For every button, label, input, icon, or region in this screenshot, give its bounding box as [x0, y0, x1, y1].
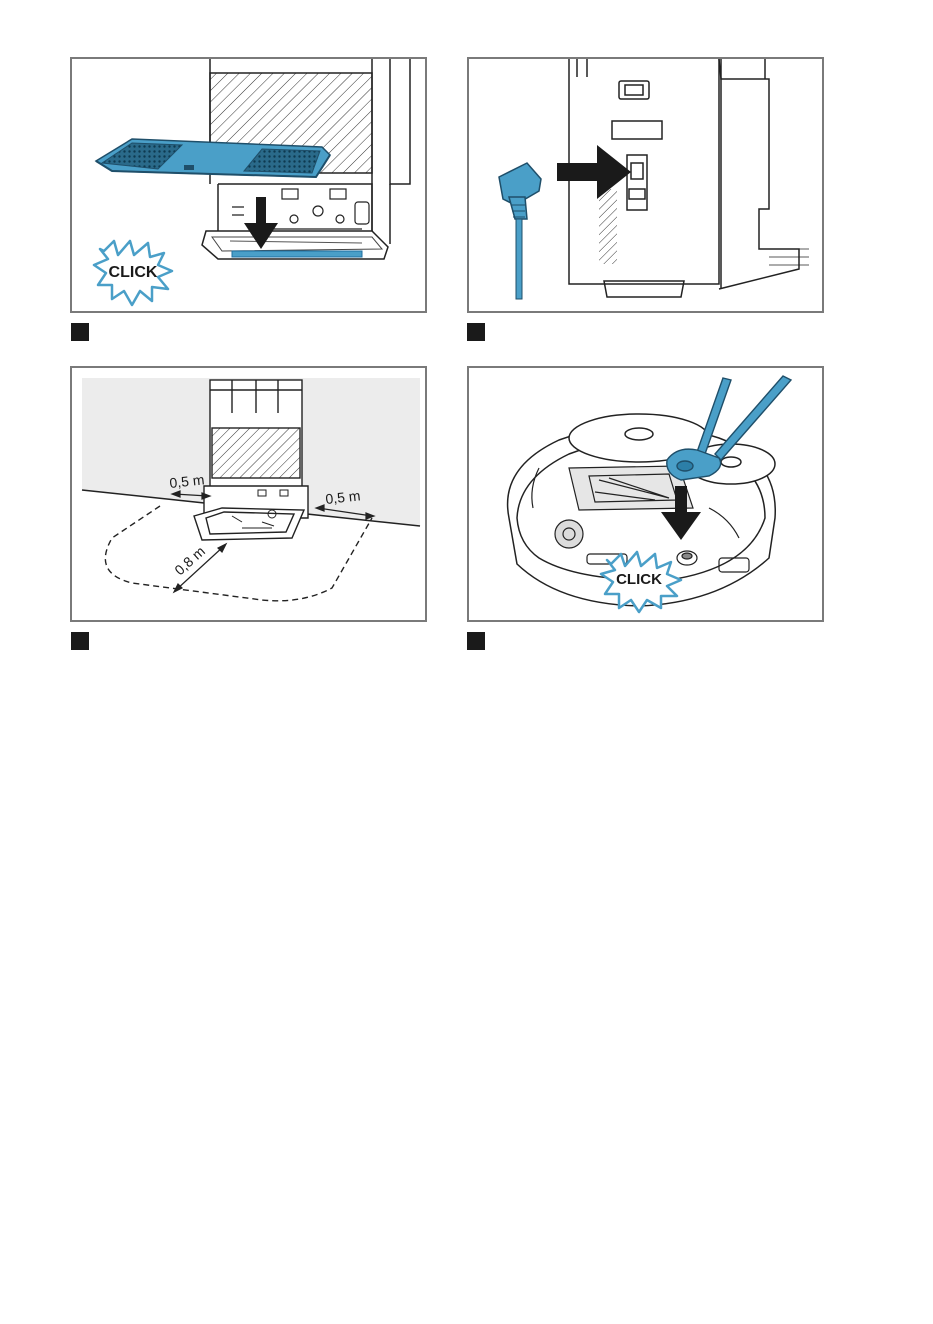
figure-2-illustration — [469, 59, 822, 311]
dimension-front-label: 0,8 m — [171, 543, 208, 578]
click-label: CLICK — [616, 571, 662, 588]
brush-mount — [677, 551, 697, 565]
figure-4-panel: CLICK — [467, 366, 824, 622]
right-arrow-icon — [557, 145, 631, 199]
click-burst-icon: CLICK — [94, 241, 172, 305]
step-marker-4 — [467, 632, 485, 650]
step-marker-1 — [71, 323, 89, 341]
figure-2-panel — [467, 57, 824, 313]
figure-3-panel: 0,5 m 0,5 m 0,8 m — [70, 366, 427, 622]
step-marker-2 — [467, 323, 485, 341]
step-marker-3 — [71, 632, 89, 650]
figure-1-panel: CLICK — [70, 57, 427, 313]
power-plug-icon — [499, 163, 541, 299]
figure-3-illustration: 0,5 m 0,5 m 0,8 m — [72, 368, 425, 620]
washboard-tray — [202, 231, 388, 259]
figure-4-illustration: CLICK — [469, 368, 822, 620]
click-label: CLICK — [109, 264, 158, 281]
figure-1-illustration: CLICK — [72, 59, 425, 311]
station-front — [194, 380, 308, 540]
